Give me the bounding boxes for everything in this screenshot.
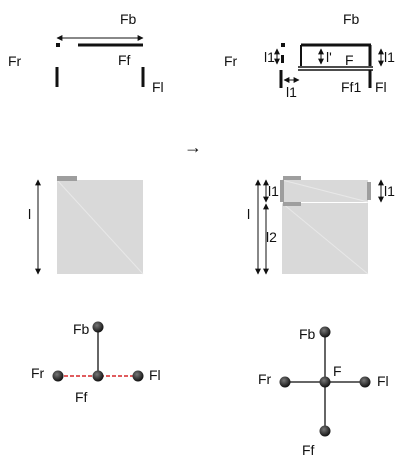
label-l: l — [28, 206, 31, 222]
label-l2: l2 — [266, 229, 277, 245]
label-fb: Fb — [299, 326, 316, 342]
node-ff — [92, 370, 104, 382]
label-l: l — [247, 206, 250, 222]
upper-strip-top-tab — [283, 176, 301, 180]
lower-panel-top-tab — [283, 202, 301, 206]
label-fl: Fl — [152, 79, 164, 95]
fr-mid-piece — [281, 55, 284, 63]
label-fr: Fr — [8, 53, 22, 69]
node-fr — [279, 376, 291, 388]
label-f: F — [333, 363, 342, 379]
top-right-schematic: Fb Fr l1 l' F l1 l1 Ff1 Fl — [224, 11, 395, 100]
node-fl — [132, 370, 144, 382]
upper-strip-diagonal — [281, 179, 369, 203]
label-fb: Fb — [120, 11, 137, 27]
node-fb — [319, 326, 331, 338]
top-left-schematic: Fb Fr Ff Fl — [8, 11, 164, 95]
label-fb: Fb — [343, 11, 360, 27]
middle-right-panel-figure: l1 l l2 l1 — [247, 176, 395, 275]
label-ff: Ff — [118, 52, 131, 68]
label-fr: Fr — [258, 371, 272, 387]
label-f: F — [345, 52, 354, 68]
node-fb — [92, 321, 104, 333]
upper-strip-right-tab — [367, 182, 371, 200]
label-fl: Fl — [377, 373, 389, 389]
panel-diagonal — [56, 179, 144, 275]
label-fr: Fr — [224, 53, 238, 69]
label-fb: Fb — [73, 321, 90, 337]
label-l1-right: l1 — [384, 183, 395, 199]
lower-panel-diagonal — [281, 202, 369, 275]
node-fr — [52, 370, 64, 382]
label-fl: Fl — [375, 79, 387, 95]
fr-top-piece — [281, 43, 285, 47]
upper-strip-left-tab — [280, 180, 284, 202]
label-ff: Ff — [302, 442, 315, 458]
label-fr: Fr — [31, 365, 45, 381]
label-ff: Ff — [75, 389, 88, 405]
transform-arrow: → — [184, 137, 202, 157]
panel-top-tab — [57, 176, 77, 181]
right-graph: Fb Fr F Fl Ff — [258, 326, 389, 458]
node-fl — [359, 376, 371, 388]
label-l1-right: l1 — [384, 49, 395, 65]
label-ff1: Ff1 — [341, 79, 361, 95]
label-l1-left: l1 — [268, 183, 279, 199]
label-l1-left: l1 — [264, 49, 275, 65]
node-f — [319, 376, 331, 388]
label-l-prime: l' — [326, 49, 332, 65]
node-ff — [319, 425, 331, 437]
fb-panel-left-piece — [56, 43, 60, 47]
left-graph: Fb Fr Fl Ff — [31, 321, 161, 405]
label-fl: Fl — [149, 367, 161, 383]
label-l1-bottom: l1 — [286, 84, 297, 100]
middle-left-panel-figure: l — [28, 176, 144, 275]
